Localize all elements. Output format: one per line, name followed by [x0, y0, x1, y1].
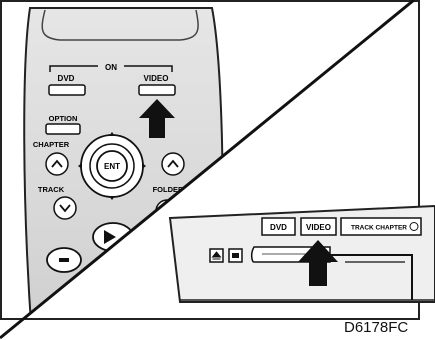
diagonal-divider — [0, 0, 415, 340]
unit-dvd-button[interactable] — [261, 217, 296, 236]
folder-down-icon — [161, 207, 173, 216]
remote-track-label: TRACK — [38, 185, 65, 194]
chapter-up-icon — [51, 159, 63, 168]
play-icon — [104, 230, 116, 244]
remote-chapter-label: CHAPTER — [33, 140, 70, 149]
figure-frame — [0, 0, 420, 320]
remote-dvd-button[interactable] — [48, 84, 86, 96]
pad-down-icon — [109, 196, 115, 200]
on-group-label: ON — [105, 63, 117, 72]
pad-right-icon — [142, 163, 146, 169]
unit-track-chapter-button[interactable] — [340, 217, 422, 236]
remote-video-label: VIDEO — [144, 74, 169, 83]
remote-folder-up-button[interactable] — [161, 152, 185, 176]
figure-code: D6178FC — [344, 319, 408, 336]
on-group-bracket — [49, 65, 173, 72]
remote-ent-button[interactable] — [96, 150, 128, 182]
unit-track-chapter-label: TRACK CHAPTER — [351, 225, 407, 232]
remote-ent-label: ENT — [104, 162, 120, 171]
remote-video-arrow — [139, 99, 175, 138]
remote-track-down-button[interactable] — [53, 196, 77, 220]
display-window-edge — [330, 254, 413, 300]
small-button-icon — [232, 253, 239, 258]
unit-video-arrow — [298, 240, 338, 286]
unit-dvd-label: DVD — [270, 223, 287, 232]
pad-up-icon — [109, 132, 115, 136]
remote-control: ON DVD VIDEO OPTION CHAPTER TRACK ENT FO… — [23, 7, 224, 338]
unit-video-button[interactable] — [300, 217, 337, 236]
head-unit-panel: DVD VIDEO TRACK CHAPTER — [168, 204, 435, 303]
remote-top-contour — [41, 9, 199, 41]
unit-knob-icon — [409, 222, 419, 231]
pad-left-icon — [78, 163, 82, 169]
unit-video-label: VIDEO — [306, 223, 331, 232]
track-down-icon — [59, 204, 71, 213]
remote-dvd-label: DVD — [58, 74, 75, 83]
folder-up-icon — [167, 159, 179, 168]
eject-icon — [211, 251, 222, 260]
remote-option-button[interactable] — [45, 123, 81, 135]
remote-video-button[interactable] — [138, 84, 176, 96]
remote-option-label: OPTION — [49, 114, 78, 123]
remote-chapter-up-button[interactable] — [45, 152, 69, 176]
stop-icon — [59, 258, 69, 262]
remote-folder-label: FOLDER — [153, 185, 184, 194]
